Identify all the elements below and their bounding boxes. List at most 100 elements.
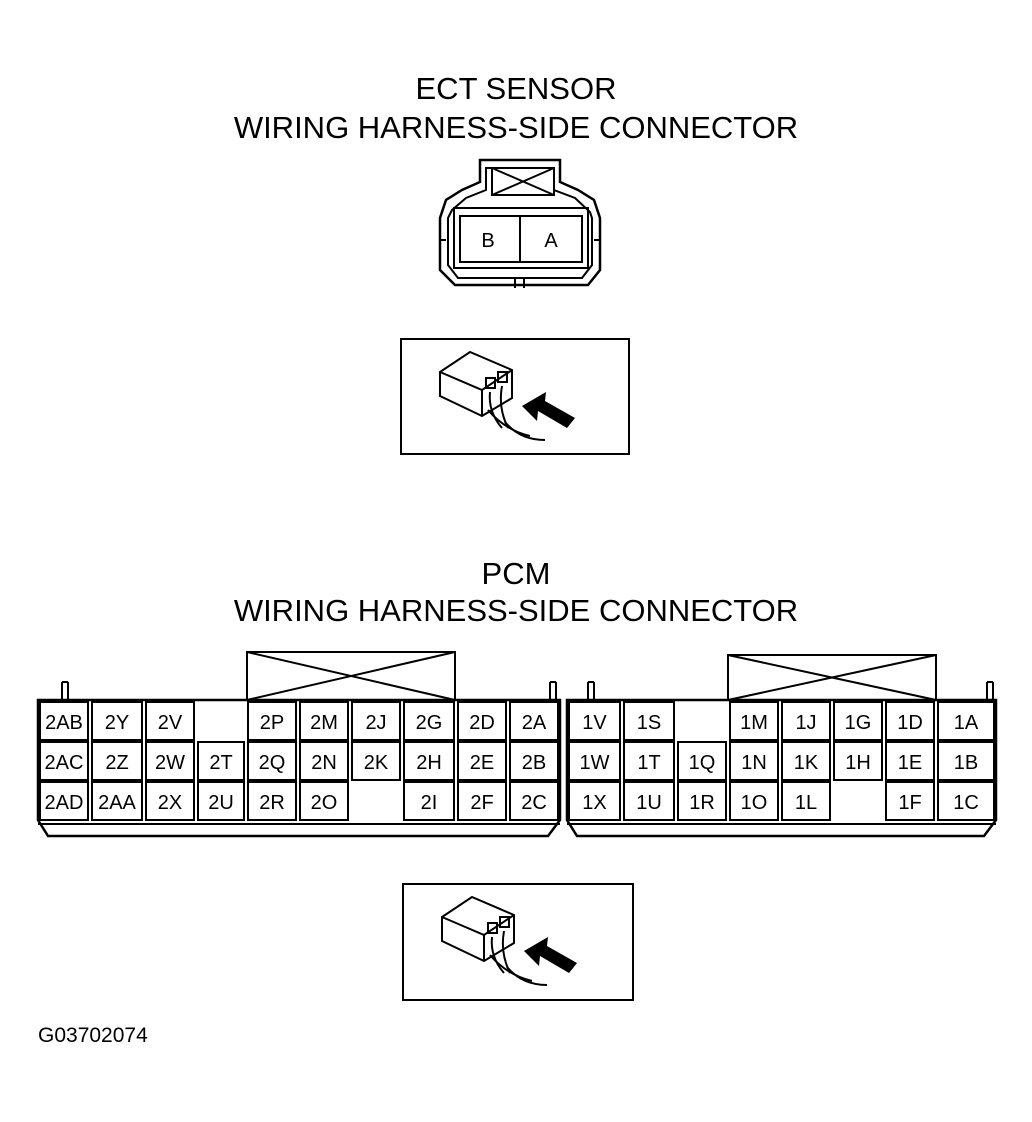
- pcm-1-pin-label-1n: 1N: [741, 752, 767, 774]
- pcm-2-cavity-2v: [145, 701, 195, 741]
- pcm-inset-view: [402, 883, 634, 1001]
- pcm-1-cavity-1j: [781, 701, 831, 741]
- pcm-2-cavity-2h: [403, 741, 455, 781]
- pcm-1-pin-label-1b: 1B: [954, 752, 978, 774]
- pcm-1-pin-label-1v: 1V: [582, 712, 607, 734]
- pcm-2-pin-label-2e: 2E: [470, 752, 494, 774]
- connector-probe-icon: [441, 895, 548, 986]
- pcm-2-pin-label-2y: 2Y: [105, 712, 129, 734]
- pcm-2-cavity-2z: [91, 741, 143, 781]
- pcm-2-cavity-2aa: [91, 781, 143, 821]
- pcm-2-cavity-2t: [197, 741, 245, 781]
- ect-pin-a: A: [544, 230, 558, 252]
- pcm-2-cavity-2p: [247, 701, 297, 741]
- pcm-2-cavity-2d: [457, 701, 507, 741]
- pcm-2-cavity-2ab: [39, 701, 89, 741]
- pcm-1-pin-label-1f: 1F: [898, 792, 921, 814]
- pcm-2-pin-label-2aa: 2AA: [98, 792, 136, 814]
- pcm-2-cavity-2c: [509, 781, 559, 821]
- pcm-1-cavity-1w: [568, 741, 621, 781]
- pcm-1-cavity-1f: [885, 781, 935, 821]
- pcm-1-pin-label-1m: 1M: [740, 712, 768, 734]
- pcm-2-pin-label-2a: 2A: [522, 712, 547, 734]
- pcm-2-pin-label-2ad: 2AD: [45, 792, 84, 814]
- pcm-2-pin-label-2h: 2H: [416, 752, 442, 774]
- pcm-2-cavity-2a: [509, 701, 559, 741]
- pcm-2-pin-label-2ab: 2AB: [45, 712, 83, 734]
- pcm-1-cavity-1b: [937, 741, 995, 781]
- pcm-1-cavity-1a: [937, 701, 995, 741]
- pcm-2-pin-label-2x: 2X: [158, 792, 182, 814]
- pcm-1-cavity-1m: [729, 701, 779, 741]
- pcm-2-pin-label-2q: 2Q: [259, 752, 286, 774]
- pcm-2-cavity-2i: [403, 781, 455, 821]
- pcm-1-pin-label-1d: 1D: [897, 712, 923, 734]
- pcm-2-cavity-2e: [457, 741, 507, 781]
- pcm-1-pin-label-1l: 1L: [795, 792, 817, 814]
- pcm-2-pin-label-2m: 2M: [310, 712, 338, 734]
- arrow-icon: [522, 392, 575, 428]
- pcm-1-cavity-1g: [833, 701, 883, 741]
- pcm-2-pin-label-2r: 2R: [259, 792, 285, 814]
- pcm-1-cavity-1t: [623, 741, 675, 781]
- pcm-2-cavity-2k: [351, 741, 401, 781]
- pcm-2-pin-label-2k: 2K: [364, 752, 389, 774]
- pcm-2-pin-label-2d: 2D: [469, 712, 495, 734]
- pcm-2-pin-label-2b: 2B: [522, 752, 546, 774]
- pcm-2-cavity-2q: [247, 741, 297, 781]
- pcm-1-cavity-1v: [568, 701, 621, 741]
- pcm-2-cavity-2f: [457, 781, 507, 821]
- pcm-2-cavity-2b: [509, 741, 559, 781]
- arrow-icon: [524, 937, 577, 973]
- pcm-title-line1: PCM: [481, 556, 551, 591]
- pcm-1-pin-label-1j: 1J: [795, 712, 816, 734]
- pcm-title-line2: WIRING HARNESS-SIDE CONNECTOR: [233, 593, 799, 628]
- figure-id: G03702074: [38, 1024, 148, 1047]
- ect-title-line2: WIRING HARNESS-SIDE CONNECTOR: [233, 110, 799, 145]
- pcm-2-cavity-2o: [299, 781, 349, 821]
- pcm-2-cavity-2j: [351, 701, 401, 741]
- pcm-1-pin-label-1a: 1A: [954, 712, 979, 734]
- pcm-1-pin-label-1w: 1W: [580, 752, 610, 774]
- pcm-1-pin-label-1c: 1C: [953, 792, 979, 814]
- pcm-2-cavity-2u: [197, 781, 245, 821]
- pcm-2-pin-label-2i: 2I: [421, 792, 438, 814]
- pcm-2-cavity-2r: [247, 781, 297, 821]
- pcm-1-pin-label-1e: 1E: [898, 752, 922, 774]
- pcm-1-cavity-1n: [729, 741, 779, 781]
- pcm-2-pin-label-2g: 2G: [416, 712, 443, 734]
- pcm-1-cavity-1x: [568, 781, 621, 821]
- pcm-2-pin-label-2f: 2F: [470, 792, 493, 814]
- pcm-1-pin-label-1r: 1R: [689, 792, 715, 814]
- pcm-1-cavity-1q: [677, 741, 727, 781]
- ect-title-line1: ECT SENSOR: [415, 71, 617, 106]
- pcm-2-pin-label-2ac: 2AC: [45, 752, 84, 774]
- pcm-2-cavity-2m: [299, 701, 349, 741]
- pcm-2-cavity-2ad: [39, 781, 89, 821]
- pcm-2-cavity-2y: [91, 701, 143, 741]
- pcm-1-cavity-1o: [729, 781, 779, 821]
- pcm-1-cavity-1r: [677, 781, 727, 821]
- pcm-1-pin-label-1t: 1T: [637, 752, 660, 774]
- pcm-2-pin-label-2c: 2C: [521, 792, 547, 814]
- pcm-2-cavity-2w: [145, 741, 195, 781]
- pcm-2-cavity-2x: [145, 781, 195, 821]
- pcm-2-pin-label-2u: 2U: [208, 792, 234, 814]
- pcm-1-pin-label-1o: 1O: [741, 792, 768, 814]
- pcm-1-pin-label-1g: 1G: [845, 712, 872, 734]
- pcm-1-pin-label-1q: 1Q: [689, 752, 716, 774]
- ect-pin-b: B: [481, 230, 494, 252]
- pcm-2-pin-label-2z: 2Z: [105, 752, 128, 774]
- pcm-1-cavity-1h: [833, 741, 883, 781]
- pcm-1-pin-label-1k: 1K: [794, 752, 819, 774]
- connector-probe-icon: [439, 350, 546, 441]
- pcm-2-pin-label-2v: 2V: [158, 712, 183, 734]
- ect-inset-view: [400, 338, 630, 455]
- pcm-1-cavity-1e: [885, 741, 935, 781]
- pcm-1-cavity-1k: [781, 741, 831, 781]
- pcm-1-pin-label-1u: 1U: [636, 792, 662, 814]
- pcm-1-cavity-1s: [623, 701, 675, 741]
- pcm-2-pin-label-2o: 2O: [311, 792, 338, 814]
- pcm-2-cavity-2ac: [39, 741, 89, 781]
